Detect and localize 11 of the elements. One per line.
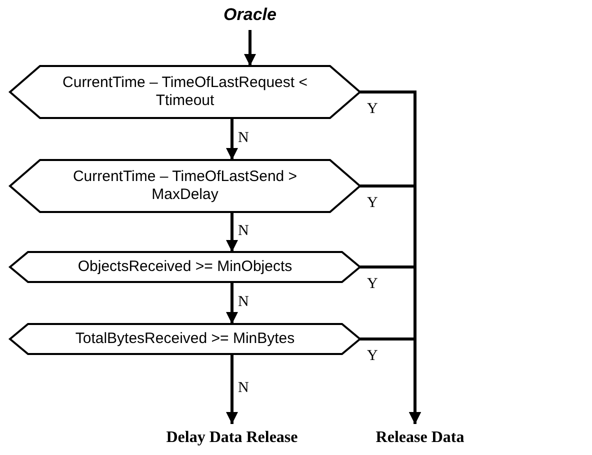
outcome-text: Delay Data Release xyxy=(166,429,298,447)
condition-text: CurrentTime – TimeOfLastSend > MaxDelay xyxy=(72,168,298,204)
title-text: Oracle xyxy=(224,6,276,24)
condition-text: ObjectsReceived >= MinObjects xyxy=(76,258,294,276)
decision-hexagon xyxy=(10,324,360,354)
decision-hexagon xyxy=(10,252,360,282)
condition-text: TotalBytesReceived >= MinBytes xyxy=(74,330,296,348)
decision-hexagon xyxy=(10,160,360,212)
outcome-text: Release Data xyxy=(376,429,464,447)
decision-hexagon xyxy=(10,66,360,118)
condition-text: CurrentTime – TimeOfLastRequest < Ttimeout xyxy=(62,74,308,110)
